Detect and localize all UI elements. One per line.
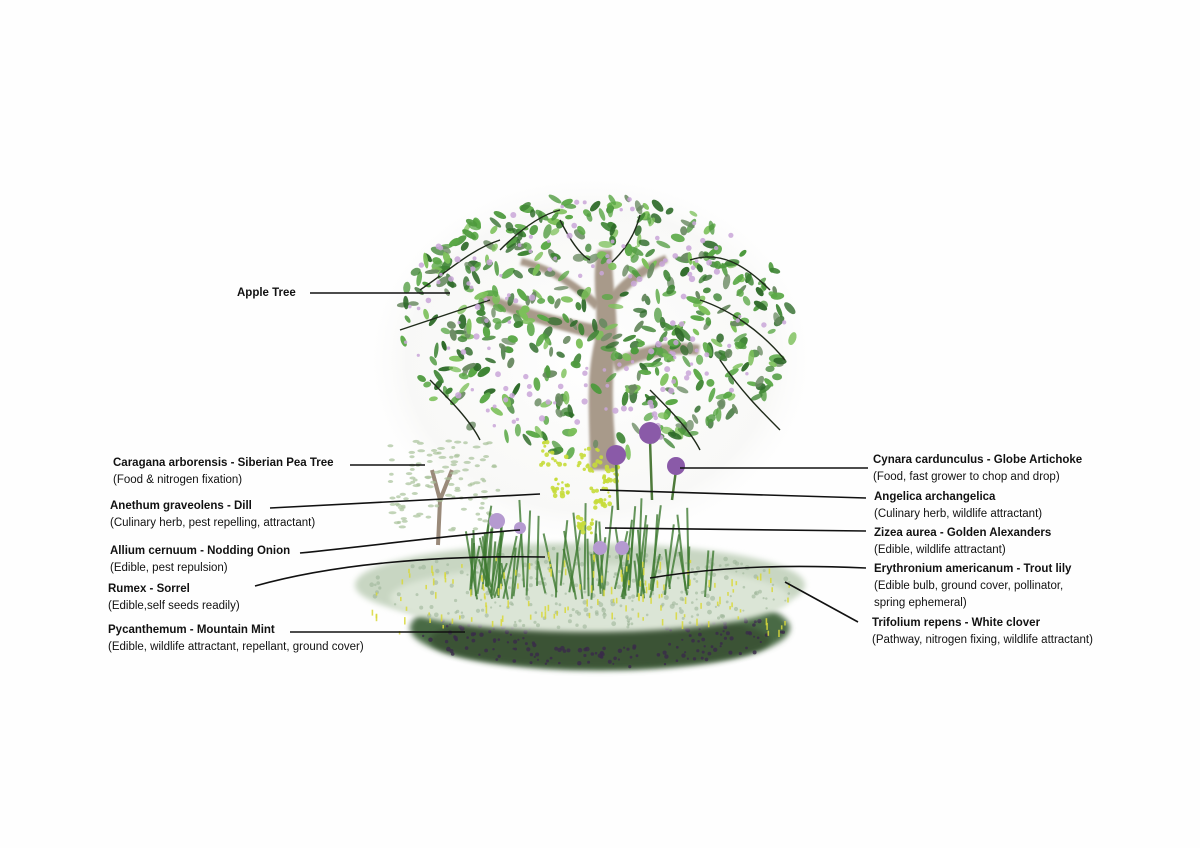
- label-name: Erythronium americanum - Trout lily: [874, 563, 1072, 575]
- leader-trifolium: [784, 581, 859, 623]
- label-desc: (Food, fast grower to chop and drop): [873, 471, 1060, 483]
- label-name: Zizea aurea - Golden Alexanders: [874, 527, 1052, 539]
- label-cynara: Cynara cardunculus - Globe Artichoke (Fo…: [873, 452, 1082, 486]
- label-name: Rumex - Sorrel: [108, 583, 190, 595]
- leader-allium: [299, 529, 521, 554]
- label-desc: (Food & nitrogen fixation): [113, 474, 243, 486]
- label-name: Trifolium repens - White clover: [872, 617, 1041, 629]
- label-desc: (Culinary herb, pest repelling, attracta…: [110, 517, 316, 529]
- label-desc: (Edible, pest repulsion): [110, 562, 228, 574]
- label-desc: (Culinary herb, wildlife attractant): [874, 508, 1043, 520]
- leader-rumex: [254, 555, 546, 587]
- label-name: Apple Tree: [237, 287, 296, 299]
- globe-artichoke: [489, 422, 685, 555]
- label-desc-2: spring ephemeral): [874, 597, 967, 609]
- label-erythronium: Erythronium americanum - Trout lily (Edi…: [874, 561, 1071, 612]
- label-zizea: Zizea aurea - Golden Alexanders (Edible,…: [874, 525, 1051, 559]
- golden-flowers: [371, 551, 790, 637]
- leader-lines: [254, 292, 868, 633]
- label-angelica: Angelica archangelica (Culinary herb, wi…: [874, 489, 1042, 523]
- leader-dill: [269, 493, 541, 509]
- label-name: Caragana arborensis - Siberian Pea Tree: [113, 457, 334, 469]
- label-desc: (Edible, wildlife attractant): [874, 544, 1006, 556]
- leader-zizea: [604, 527, 867, 532]
- label-pycanthemum: Pycanthemum - Mountain Mint (Edible, wil…: [108, 622, 364, 656]
- leader-angelica: [599, 489, 867, 499]
- label-name: Pycanthemum - Mountain Mint: [108, 624, 275, 636]
- label-trifolium: Trifolium repens - White clover (Pathway…: [872, 615, 1093, 649]
- label-desc: (Pathway, nitrogen fixing, wildlife attr…: [872, 634, 1093, 646]
- siberian-pea-tree: [387, 439, 501, 546]
- label-name: Cynara cardunculus - Globe Artichoke: [873, 454, 1083, 466]
- label-name: Allium cernuum - Nodding Onion: [110, 545, 291, 557]
- label-rumex: Rumex - Sorrel (Edible,self seeds readil…: [108, 581, 240, 615]
- label-dill: Anethum graveolens - Dill (Culinary herb…: [110, 498, 315, 532]
- label-desc: (Edible, wildlife attractant, repellant,…: [108, 641, 364, 653]
- label-caragana: Caragana arborensis - Siberian Pea Tree …: [113, 455, 334, 489]
- label-desc: (Edible,self seeds readily): [108, 600, 240, 612]
- label-desc: (Edible bulb, ground cover, pollinator,: [874, 580, 1064, 592]
- apple-tree-canopy: [396, 194, 797, 460]
- label-allium: Allium cernuum - Nodding Onion (Edible, …: [110, 543, 290, 577]
- label-apple-tree: Apple Tree: [237, 285, 296, 302]
- label-name: Angelica archangelica: [874, 491, 996, 503]
- label-name: Anethum graveolens - Dill: [110, 500, 252, 512]
- leader-erythronium: [649, 565, 867, 579]
